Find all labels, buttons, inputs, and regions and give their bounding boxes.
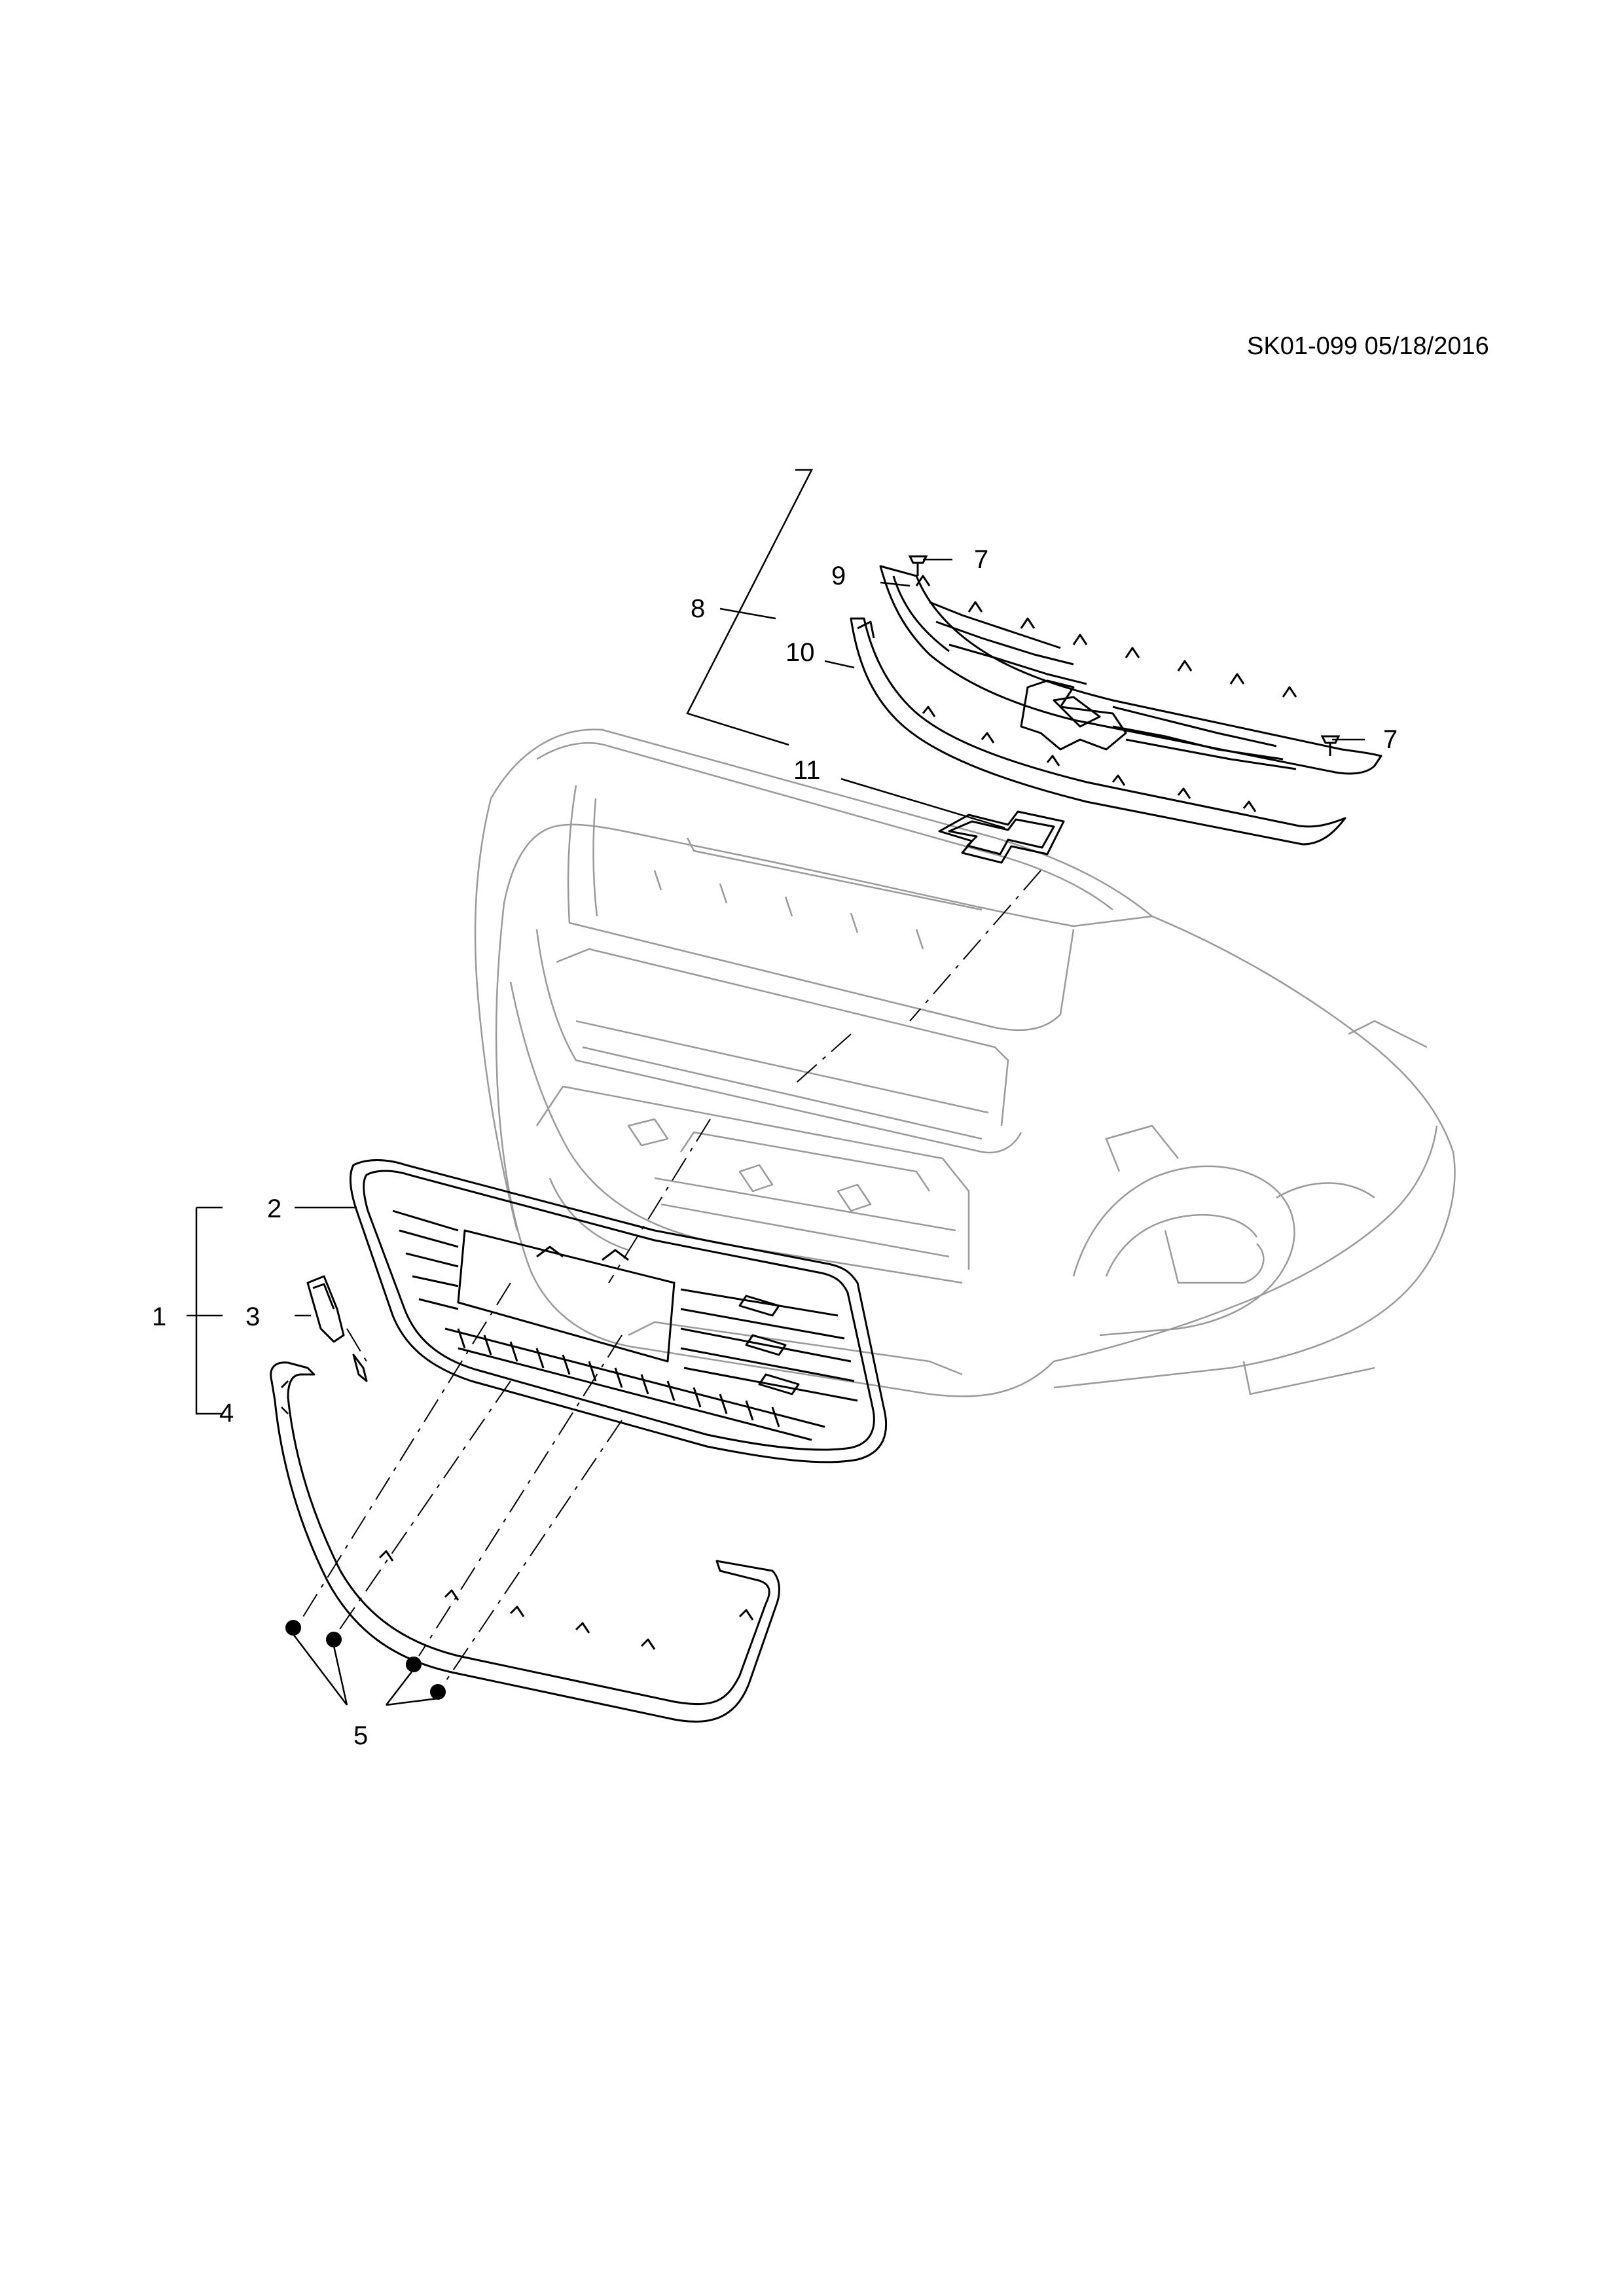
- callout-7-top: 7: [974, 545, 988, 574]
- callout-5: 5: [353, 1721, 368, 1750]
- bowtie-emblem-11: [938, 810, 1065, 864]
- callout-10: 10: [785, 638, 815, 667]
- callout-4: 4: [219, 1399, 234, 1427]
- upper-grille-9: [879, 565, 1382, 775]
- grille-molding-10: [850, 617, 1346, 846]
- nuts-5: [285, 1620, 446, 1700]
- grille-side-insert-3: [306, 1275, 368, 1382]
- alignment-lines: [300, 870, 1041, 1683]
- callout-3: 3: [245, 1302, 260, 1331]
- lower-grille-2: [350, 1159, 888, 1463]
- callout-2: 2: [267, 1194, 281, 1223]
- sheet-reference-code: SK01-099 05/18/2016: [1247, 332, 1489, 360]
- callout-numbers: 1 2 3 4 5 7 7 8 9 10 11: [152, 545, 1398, 1750]
- callout-1: 1: [152, 1302, 166, 1331]
- callout-7-right: 7: [1383, 725, 1398, 754]
- front-bumper-fascia-ghost: [474, 728, 1456, 1397]
- fastener-7-right: [1320, 735, 1341, 756]
- leader-lines: [187, 469, 1365, 1706]
- fastener-7-top: [908, 555, 928, 576]
- callout-9: 9: [831, 562, 846, 590]
- callout-11: 11: [793, 756, 821, 785]
- callout-8: 8: [691, 594, 705, 623]
- lower-molding-4: [270, 1361, 780, 1723]
